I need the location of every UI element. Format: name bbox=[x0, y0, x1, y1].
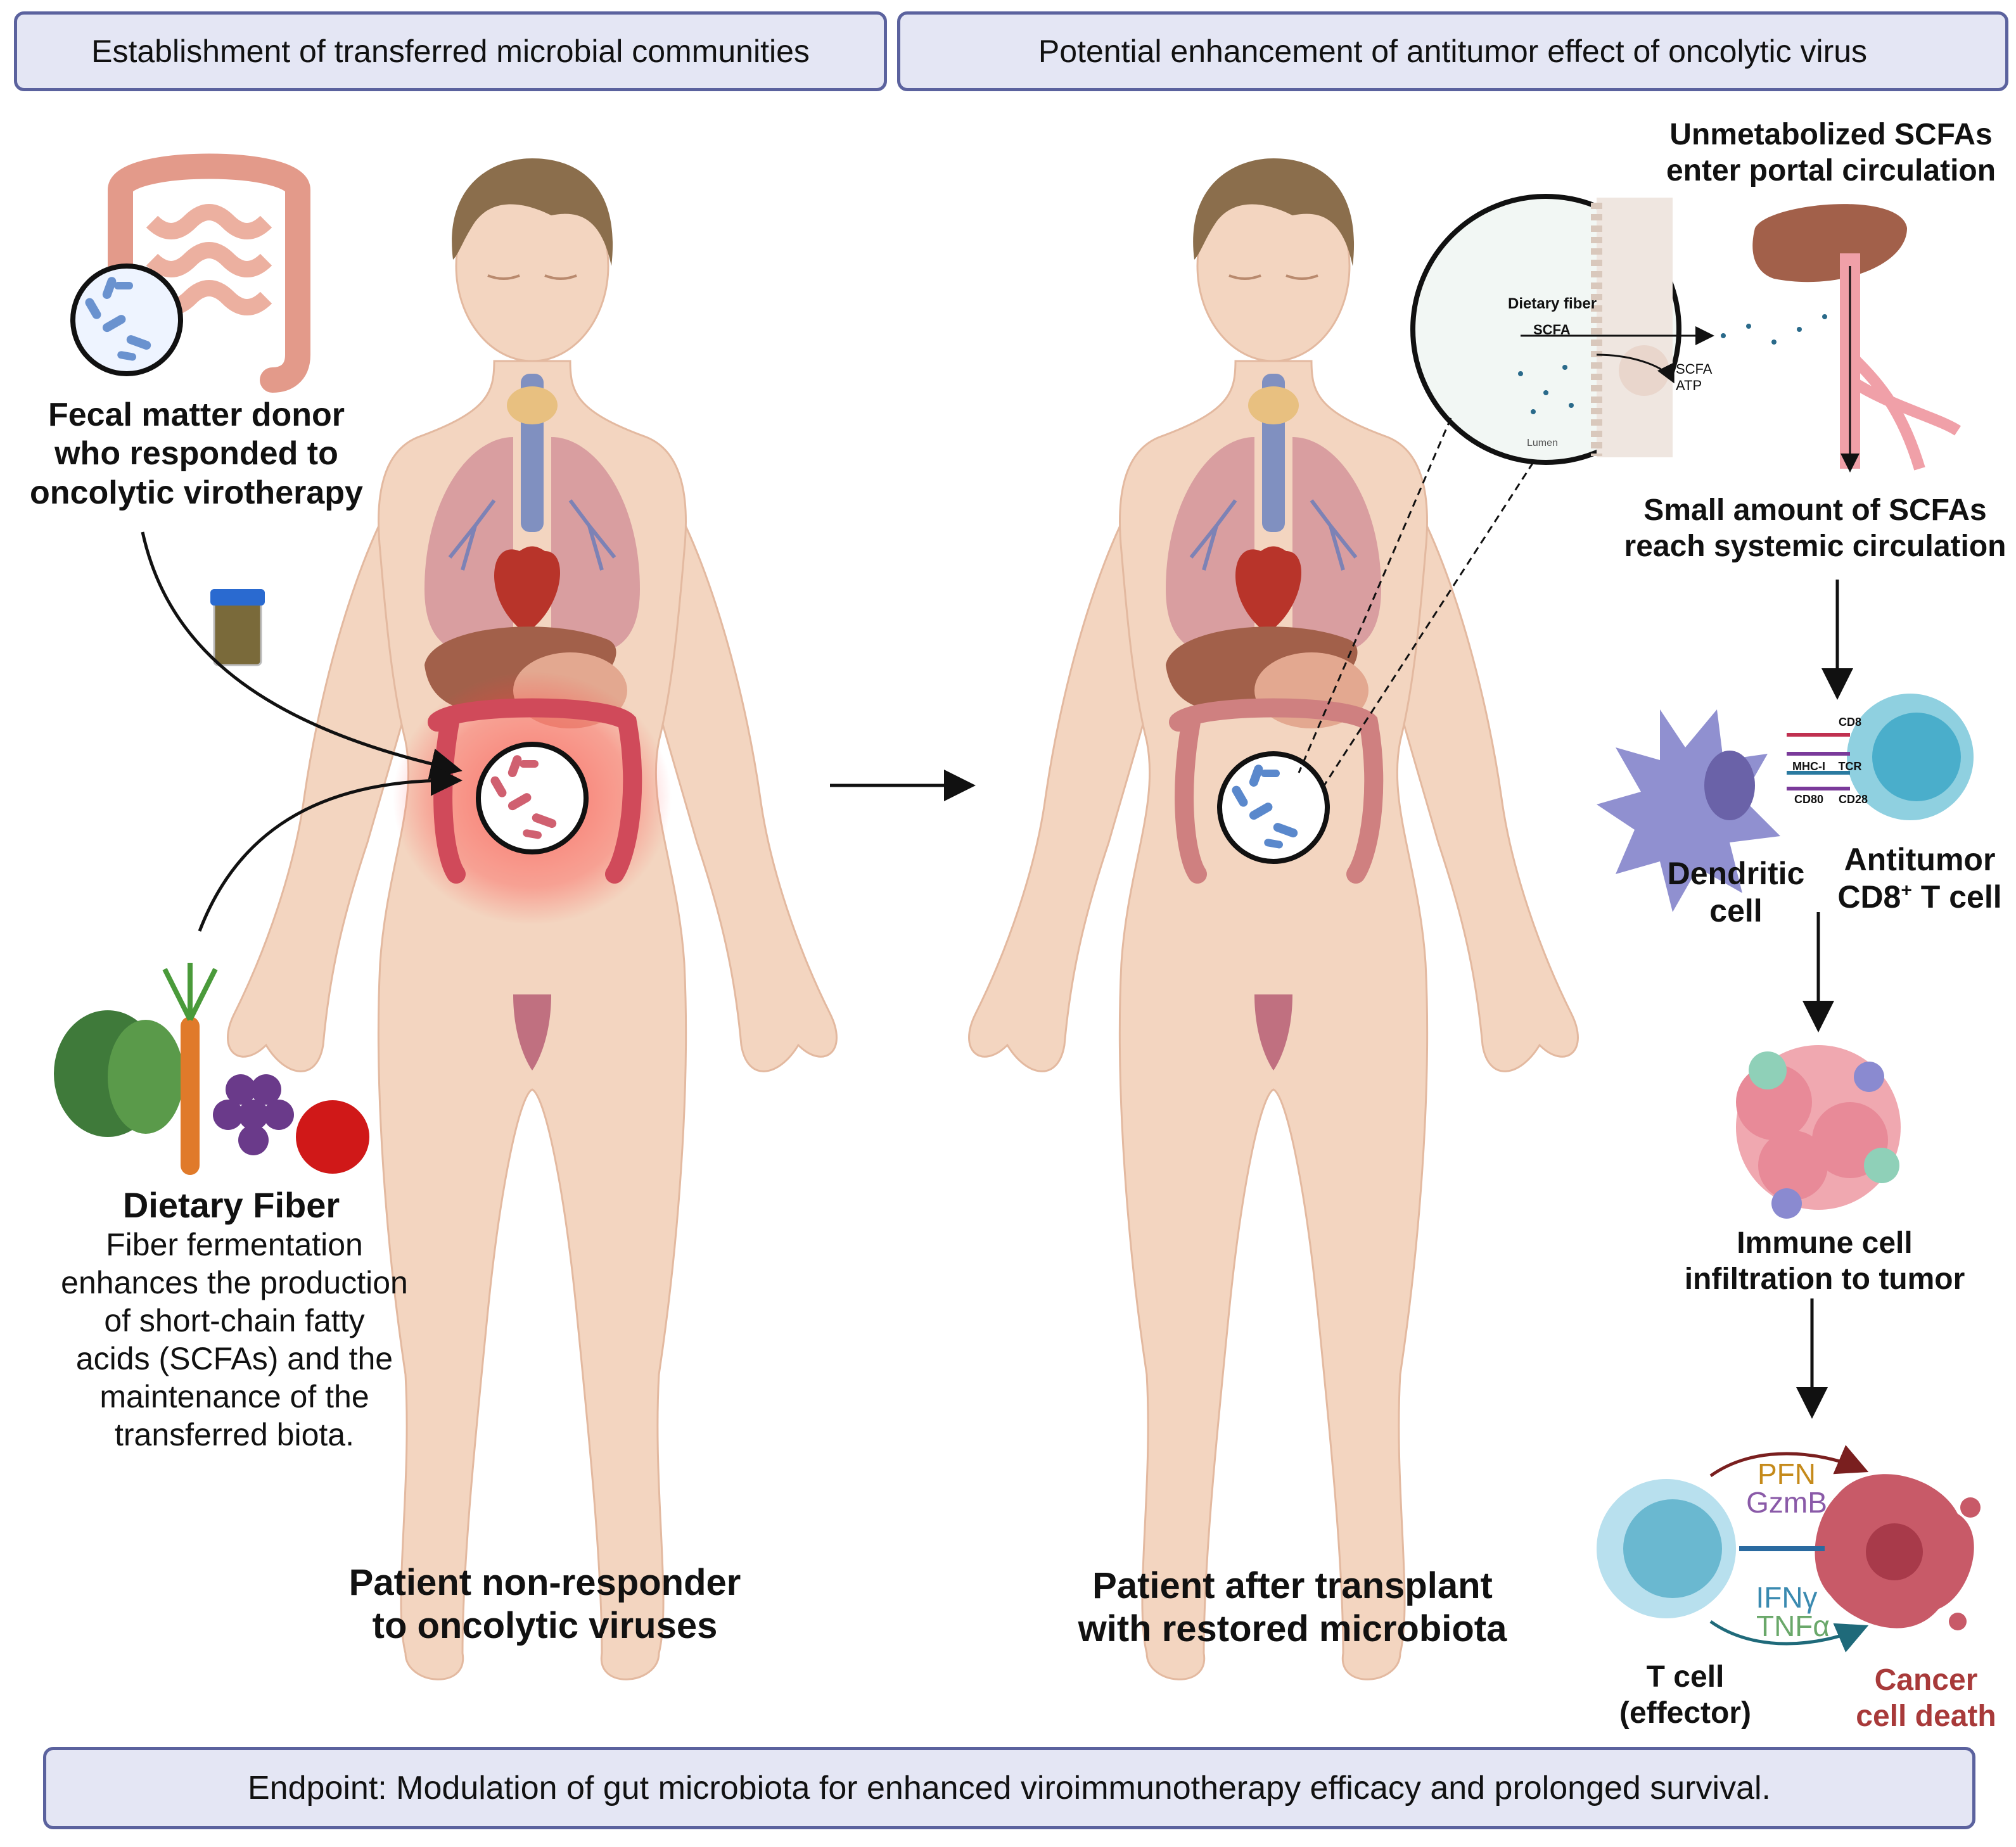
fiber-desc-2: enhances the production bbox=[61, 1265, 408, 1300]
antitumor-cd8: CD8 bbox=[1837, 879, 1901, 915]
restored-microbiota-circle bbox=[1217, 751, 1330, 864]
inset-dietary-fiber: Dietary fiber bbox=[1508, 295, 1597, 312]
tumor-infiltration bbox=[1736, 1045, 1901, 1219]
cancer-death-label: Cancer cell death bbox=[1837, 1663, 2015, 1734]
portal-line-1: Unmetabolized SCFAs bbox=[1669, 118, 1993, 151]
portal-label: Unmetabolized SCFAs enter portal circula… bbox=[1635, 117, 2016, 189]
inset-atp: ATP bbox=[1676, 378, 1702, 393]
effector-t-cell bbox=[1597, 1479, 1736, 1618]
infiltration-line-1: Immune cell bbox=[1737, 1226, 1913, 1260]
immune-synapse-receptors bbox=[1787, 733, 1850, 790]
dysbiotic-microbiota-circle bbox=[476, 742, 589, 854]
antitumor-t-cell bbox=[1847, 694, 1974, 820]
gut-lumen-inset bbox=[1410, 194, 1827, 465]
synapse-tcr: TCR bbox=[1838, 760, 1862, 773]
fiber-desc-5: maintenance of the bbox=[99, 1379, 369, 1414]
synapse-cd80: CD80 bbox=[1794, 793, 1824, 806]
effector-line-2: (effector) bbox=[1619, 1696, 1751, 1730]
fiber-desc-3: of short-chain fatty bbox=[104, 1303, 365, 1338]
fiber-title: Dietary Fiber bbox=[76, 1184, 386, 1226]
fiber-desc-6: transferred biota. bbox=[115, 1417, 354, 1452]
antitumor-line-1: Antitumor bbox=[1844, 842, 1996, 877]
header-left-text: Establishment of transferred microbial c… bbox=[91, 34, 810, 69]
tnfa-label: TNFα bbox=[1756, 1609, 1830, 1642]
patient-right-line-2: with restored microbiota bbox=[1078, 1608, 1507, 1650]
footer-text: Endpoint: Modulation of gut microbiota f… bbox=[248, 1770, 1771, 1806]
patient-left-line-2: to oncolytic viruses bbox=[372, 1605, 718, 1647]
antitumor-line-2: CD8+ T cell bbox=[1825, 879, 2015, 916]
inset-pointer-line-1 bbox=[1298, 417, 1452, 773]
inset-lumen: Lumen bbox=[1527, 438, 1558, 448]
arrow-cytotoxic bbox=[1709, 1445, 1869, 1478]
antitumor-tcell: T cell bbox=[1911, 879, 2002, 915]
patient-right-line-1: Patient after transplant bbox=[1092, 1565, 1493, 1606]
fiber-description: Fiber fermentation enhances the producti… bbox=[19, 1226, 450, 1454]
arrow-donor-to-gut bbox=[141, 531, 463, 780]
antitumor-tcell-label: Antitumor CD8+ T cell bbox=[1825, 841, 2015, 916]
effector-line-1: T cell bbox=[1646, 1660, 1725, 1694]
header-right-box: Potential enhancement of antitumor effec… bbox=[897, 11, 2008, 91]
donor-line-3: oncolytic virotherapy bbox=[30, 474, 363, 511]
systemic-line-1: Small amount of SCFAs bbox=[1643, 493, 1987, 527]
ifng-label: IFNγ bbox=[1756, 1581, 1818, 1614]
systemic-label: Small amount of SCFAs reach systemic cir… bbox=[1609, 493, 2016, 564]
fiber-title-text: Dietary Fiber bbox=[122, 1185, 340, 1225]
portal-line-2: enter portal circulation bbox=[1666, 153, 1996, 187]
systemic-line-2: reach systemic circulation bbox=[1624, 529, 2006, 563]
antitumor-sup: + bbox=[1901, 880, 1912, 901]
gzmb-label: GzmB bbox=[1746, 1486, 1827, 1519]
effector-tcell-label: T cell (effector) bbox=[1597, 1660, 1774, 1731]
dendritic-line-2: cell bbox=[1709, 893, 1763, 929]
patient-right-label: Patient after transplant with restored m… bbox=[1039, 1565, 1546, 1651]
dietary-fiber-foods bbox=[54, 963, 369, 1175]
pfn-label: PFN bbox=[1758, 1457, 1816, 1490]
donor-line-2: who responded to bbox=[54, 435, 338, 473]
donor-label: Fecal matter donor who responded to onco… bbox=[13, 396, 380, 512]
inset-scfa: SCFA bbox=[1533, 322, 1571, 338]
patient-left-line-1: Patient non-responder bbox=[348, 1562, 741, 1603]
dendritic-line-1: Dendritic bbox=[1667, 856, 1805, 891]
patient-left-label: Patient non-responder to oncolytic virus… bbox=[304, 1561, 786, 1648]
infiltration-line-2: infiltration to tumor bbox=[1684, 1262, 1965, 1296]
infiltration-label: Immune cell infiltration to tumor bbox=[1647, 1226, 2002, 1297]
header-right-text: Potential enhancement of antitumor effec… bbox=[1038, 34, 1868, 69]
synapse-cd28: CD28 bbox=[1838, 793, 1868, 806]
fiber-desc-1: Fiber fermentation bbox=[106, 1227, 363, 1262]
inset-scfa-2: SCFA bbox=[1676, 361, 1713, 377]
synapse-mhc: MHC-I bbox=[1792, 760, 1825, 773]
liver-portal-circulation bbox=[1752, 204, 1961, 473]
fiber-desc-4: acids (SCFAs) and the bbox=[75, 1341, 393, 1376]
dendritic-label: Dendritic cell bbox=[1647, 855, 1825, 930]
dying-cancer-cell bbox=[1815, 1474, 1981, 1630]
arrow-cytokines bbox=[1709, 1620, 1869, 1653]
footer-box: Endpoint: Modulation of gut microbiota f… bbox=[43, 1747, 1975, 1829]
header-left-box: Establishment of transferred microbial c… bbox=[14, 11, 887, 91]
synapse-cd8: CD8 bbox=[1838, 716, 1861, 728]
donor-microbiota-circle bbox=[70, 263, 183, 376]
stool-sample-cup bbox=[210, 589, 265, 666]
arrow-fiber-to-gut bbox=[198, 764, 463, 932]
dendritic-cell bbox=[1597, 709, 1780, 912]
donor-line-1: Fecal matter donor bbox=[48, 397, 345, 433]
death-line-2: cell death bbox=[1856, 1699, 1996, 1733]
inset-pointer-line-2 bbox=[1323, 462, 1534, 786]
death-line-1: Cancer bbox=[1874, 1663, 1978, 1697]
